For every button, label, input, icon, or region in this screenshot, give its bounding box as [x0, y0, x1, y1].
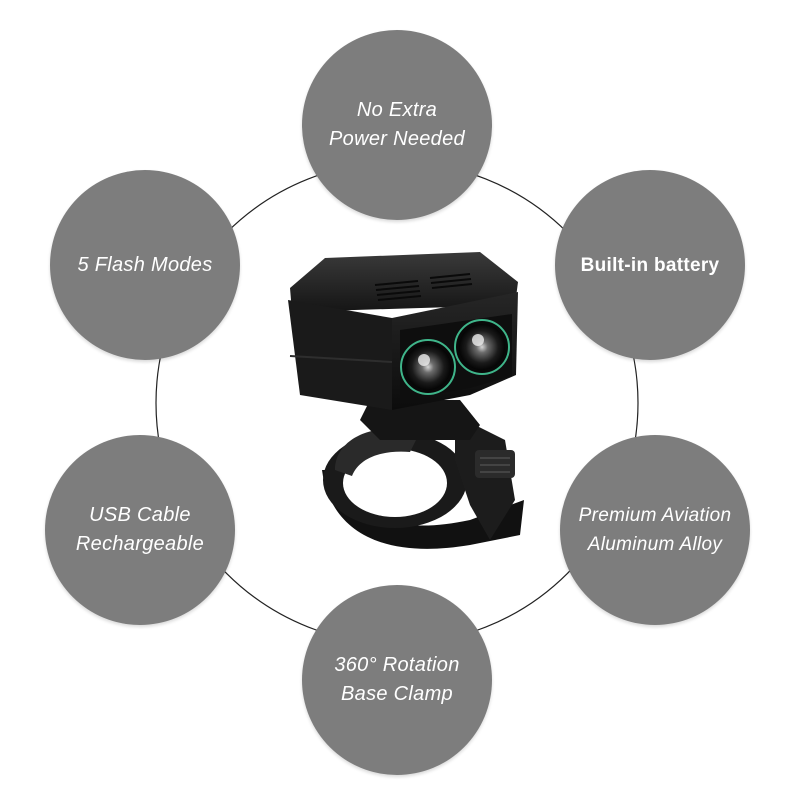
- feature-aluminum-alloy: Premium Aviation Aluminum Alloy: [560, 435, 750, 625]
- feature-usb-rechargeable: USB Cable Rechargeable: [45, 435, 235, 625]
- feature-label: No Extra Power Needed: [329, 99, 465, 150]
- feature-flash-modes: 5 Flash Modes: [50, 170, 240, 360]
- feature-built-in-battery: Built-in battery: [555, 170, 745, 360]
- feature-rotation-clamp: 360° Rotation Base Clamp: [302, 585, 492, 775]
- feature-no-extra-power: No Extra Power Needed: [302, 30, 492, 220]
- feature-label: Built-in battery: [580, 254, 720, 276]
- feature-label: USB Cable Rechargeable: [75, 504, 205, 555]
- feature-label: 5 Flash Modes: [77, 253, 213, 276]
- feature-label: Premium Aviation Aluminum Alloy: [578, 505, 732, 555]
- feature-label: 360° Rotation Base Clamp: [334, 654, 460, 705]
